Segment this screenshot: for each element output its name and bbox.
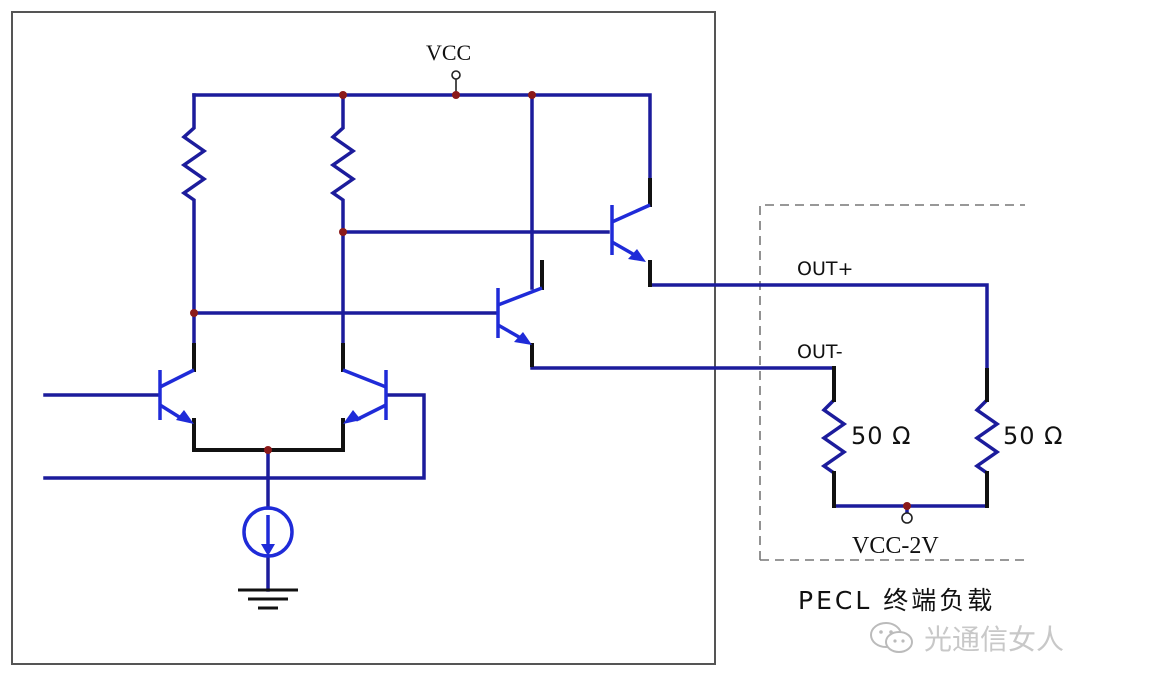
left-resistor bbox=[180, 93, 208, 372]
vcc-label: VCC bbox=[426, 40, 472, 65]
vcc-terminal bbox=[451, 70, 461, 80]
out-plus-label: OUT+ bbox=[797, 258, 854, 280]
watermark: 光通信女人 bbox=[868, 618, 1064, 658]
chip-boundary bbox=[11, 11, 716, 665]
wechat-icon bbox=[870, 622, 913, 653]
watermark-text: 光通信女人 bbox=[924, 623, 1065, 656]
transistor-q3 bbox=[496, 286, 543, 343]
out-minus-label: OUT- bbox=[797, 341, 843, 363]
transistor-q2 bbox=[342, 368, 388, 422]
vcc-rail bbox=[192, 93, 652, 182]
vtt-label: VCC-2V bbox=[852, 533, 939, 559]
transistor-q1 bbox=[158, 368, 195, 422]
term-resistor-right bbox=[973, 368, 1001, 508]
termination-caption: PECL 终端负载 bbox=[798, 586, 996, 615]
junction-dots bbox=[190, 91, 911, 510]
tail-wire bbox=[192, 418, 345, 452]
vtt-terminal bbox=[901, 512, 913, 524]
term-resistor-left-value: 50 Ω bbox=[851, 422, 912, 450]
input-negative bbox=[43, 393, 426, 480]
out-minus-wire bbox=[530, 343, 836, 402]
term-resistor-right-value: 50 Ω bbox=[1003, 422, 1064, 450]
transistor-q4 bbox=[610, 203, 651, 260]
ground-symbol bbox=[238, 588, 298, 610]
termination-box bbox=[759, 204, 1025, 561]
right-resistor bbox=[329, 93, 357, 372]
